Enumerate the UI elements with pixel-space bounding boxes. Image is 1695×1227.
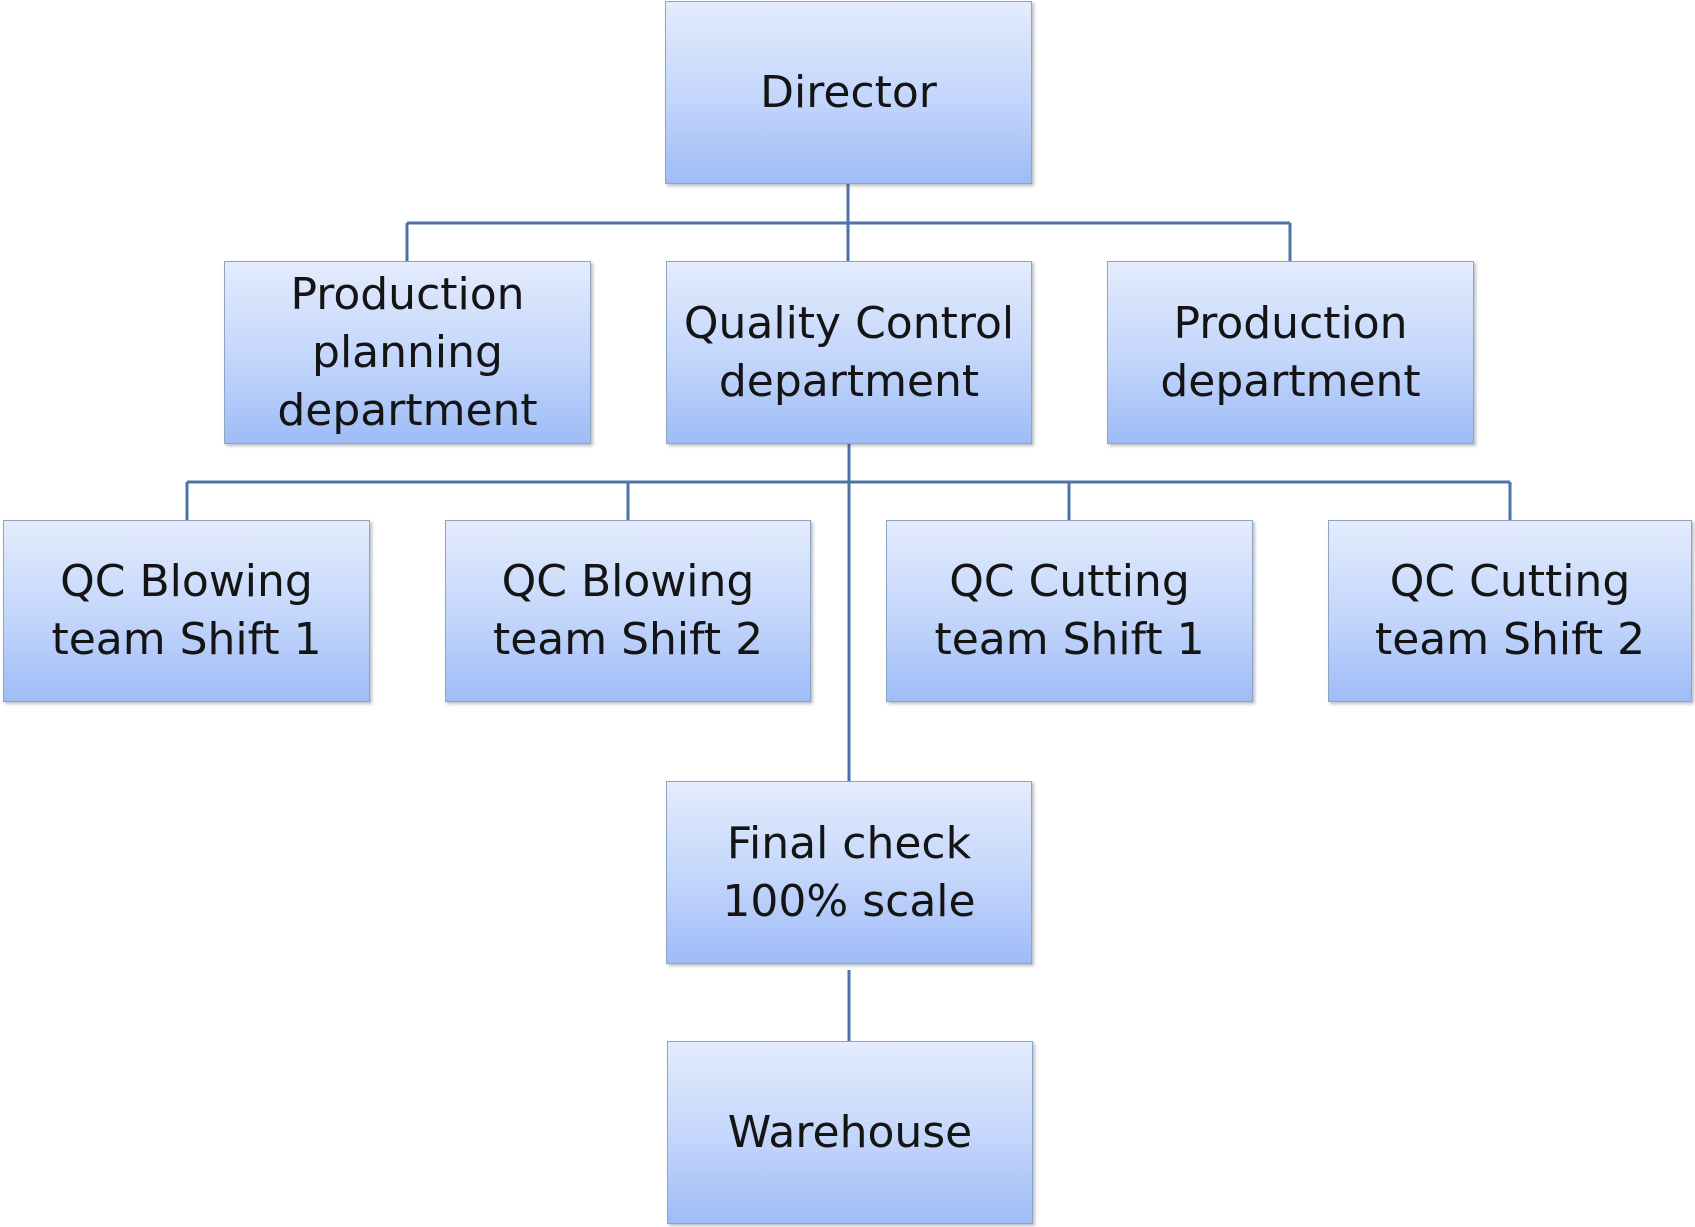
- node-production-label: Production department: [1160, 297, 1421, 407]
- node-qc-cutting-shift-1: QC Cutting team Shift 1: [886, 520, 1253, 702]
- node-final-check: Final check 100% scale: [666, 781, 1032, 964]
- node-final-check-label: Final check 100% scale: [722, 817, 976, 927]
- node-director-label: Director: [760, 66, 937, 118]
- node-qc-blowing-shift-1-label: QC Blowing team Shift 1: [51, 556, 322, 665]
- node-quality-control: Quality Control department: [666, 261, 1032, 444]
- node-production: Production department: [1107, 261, 1474, 444]
- node-production-planning: Production planning department: [224, 261, 591, 444]
- node-qc-cutting-shift-2: QC Cutting team Shift 2: [1328, 520, 1692, 702]
- node-production-planning-label: Production planning department: [277, 268, 538, 436]
- node-quality-control-label: Quality Control department: [683, 297, 1015, 407]
- node-qc-cutting-shift-2-label: QC Cutting team Shift 2: [1374, 556, 1646, 665]
- node-warehouse-label: Warehouse: [727, 1106, 973, 1158]
- node-director: Director: [665, 1, 1032, 184]
- node-warehouse: Warehouse: [667, 1041, 1033, 1224]
- node-qc-blowing-shift-2: QC Blowing team Shift 2: [445, 520, 811, 702]
- node-qc-blowing-shift-2-label: QC Blowing team Shift 2: [492, 556, 764, 665]
- node-qc-cutting-shift-1-label: QC Cutting team Shift 1: [934, 556, 1205, 665]
- node-qc-blowing-shift-1: QC Blowing team Shift 1: [3, 520, 370, 702]
